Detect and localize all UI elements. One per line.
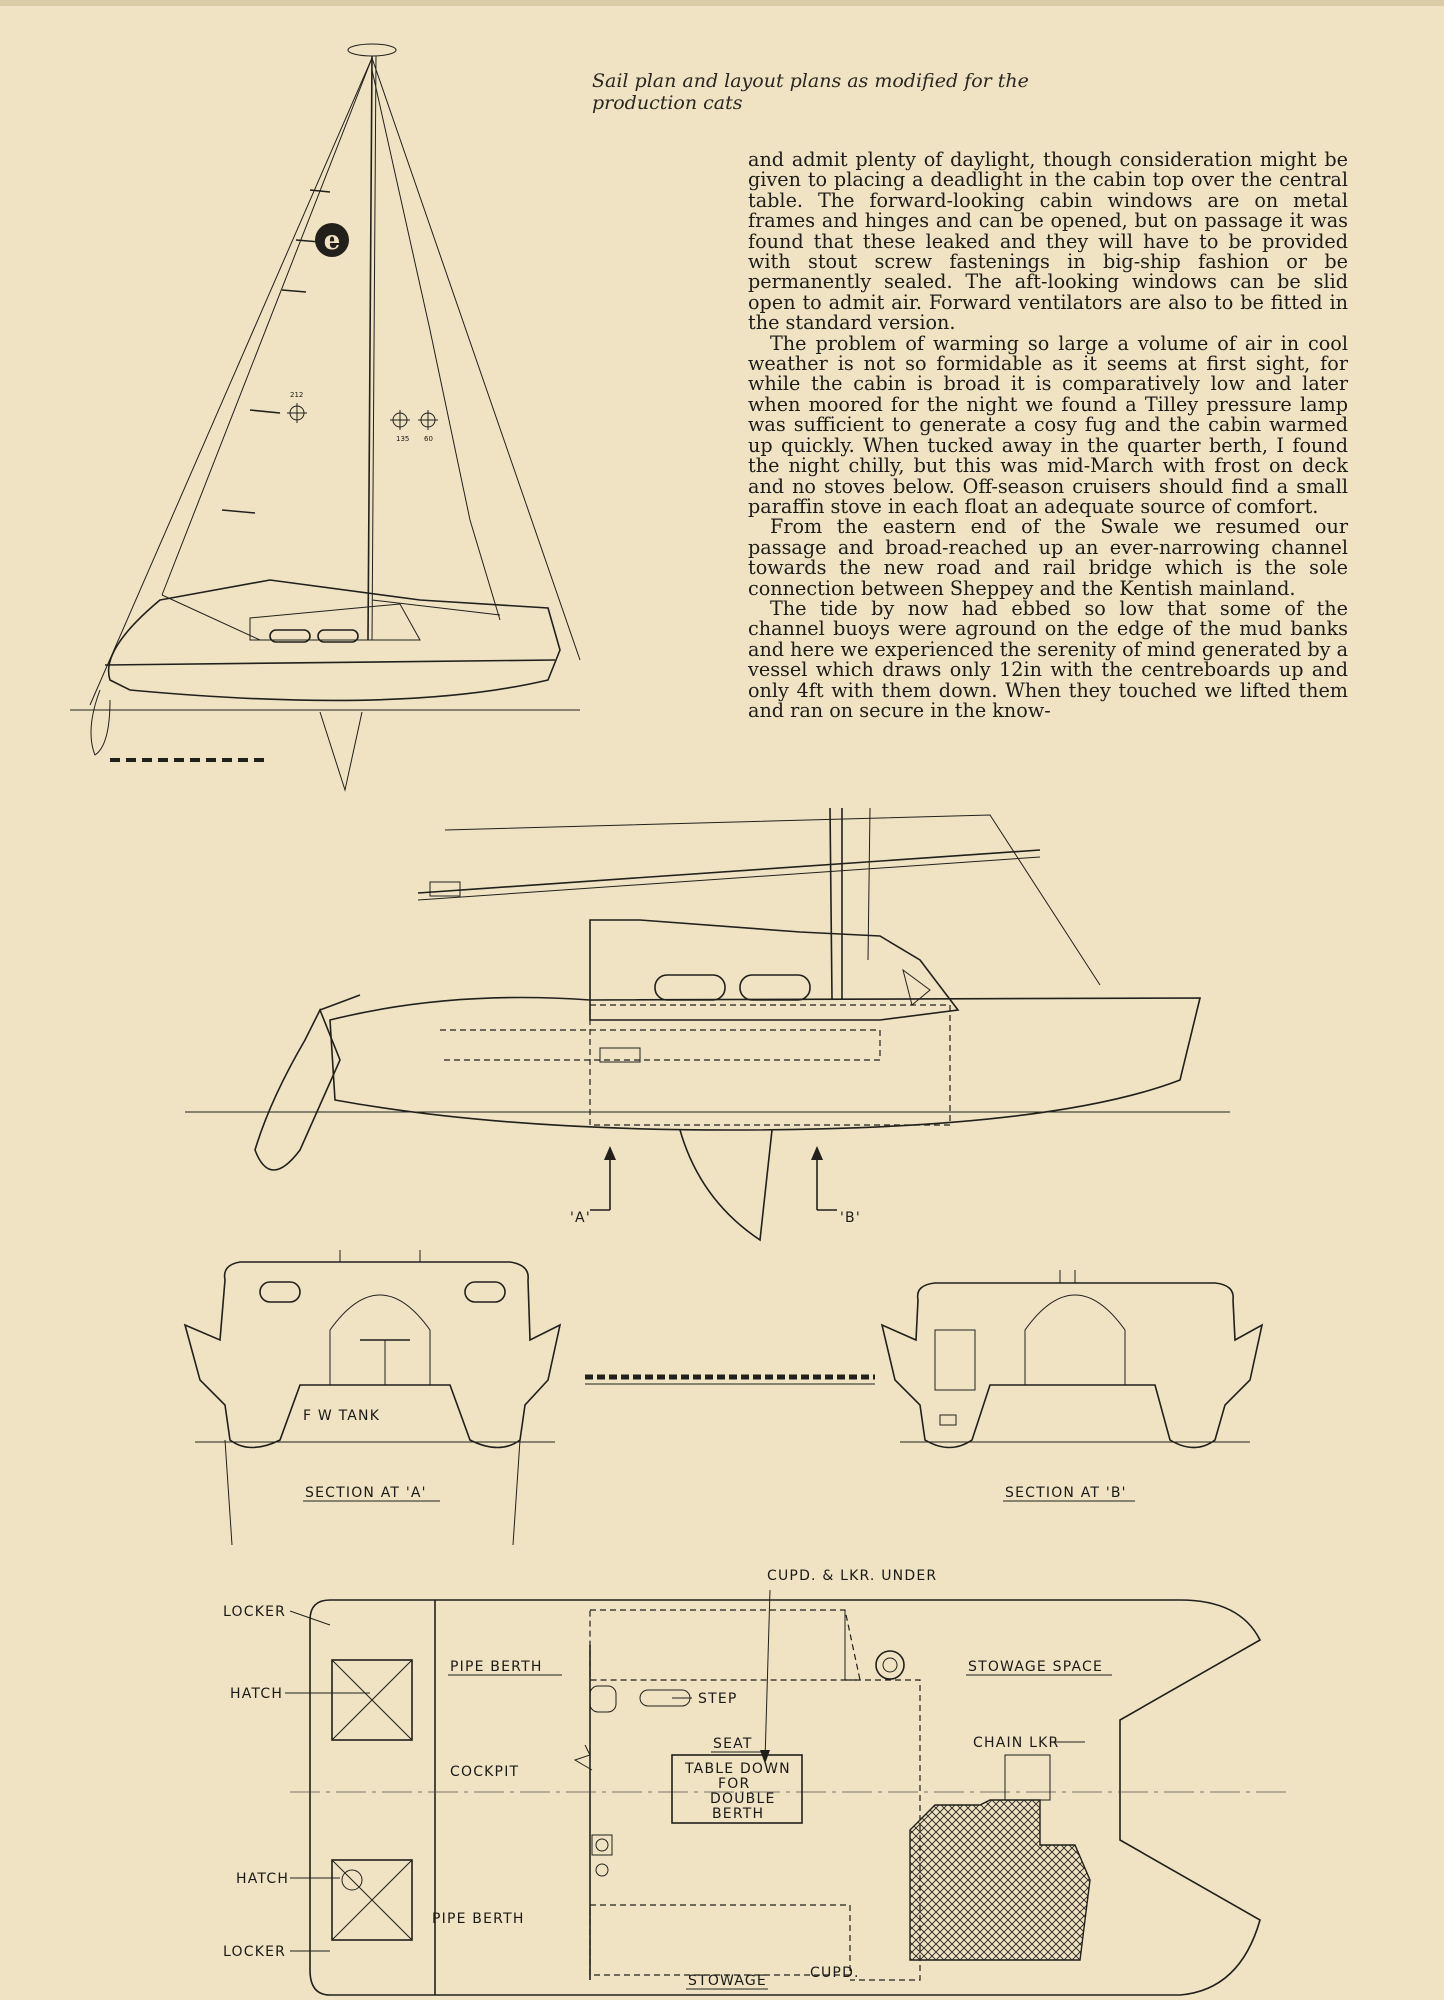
hatch-bottom bbox=[331, 1859, 413, 1941]
stowage-space-label: STOWAGE SPACE bbox=[968, 1659, 1103, 1675]
profile-drawing: 'A' 'B' bbox=[185, 807, 1230, 1242]
cupboard-locker-label: CUPD. & LKR. UNDER bbox=[767, 1568, 937, 1584]
cabin-profile bbox=[589, 919, 960, 1021]
centreboard bbox=[679, 1129, 773, 1242]
cabin-window bbox=[259, 1281, 301, 1303]
sail-plan-drawing: e 212 135 60 bbox=[70, 43, 581, 792]
section-a-marker: 'A' bbox=[570, 1210, 591, 1226]
sail-logo-icon bbox=[315, 223, 349, 257]
masthead-float bbox=[347, 43, 397, 57]
table-label: TABLE DOWN bbox=[684, 1761, 791, 1777]
section-a-drawing: F W TANK SECTION AT 'A' bbox=[183, 1250, 562, 1546]
article-text: and admit plenty of daylight, though con… bbox=[748, 148, 1349, 722]
seat-label: SEAT bbox=[713, 1736, 753, 1752]
forestay bbox=[89, 57, 373, 706]
section-a-label: SECTION AT 'A' bbox=[305, 1485, 427, 1501]
locker-label: LOCKER bbox=[223, 1604, 286, 1620]
section-b-drawing: SECTION AT 'B' bbox=[880, 1270, 1264, 1502]
mainsail-leech bbox=[371, 69, 501, 621]
section-b-marker: 'B' bbox=[840, 1210, 861, 1226]
table-label: BERTH bbox=[712, 1806, 764, 1822]
article-paragraph: From the eastern end of the Swale we res… bbox=[748, 515, 1348, 600]
boom bbox=[417, 849, 1041, 894]
hatched-area bbox=[909, 1799, 1091, 1961]
locker-label: LOCKER bbox=[223, 1944, 286, 1960]
step-label: STEP bbox=[698, 1691, 738, 1707]
mainsail-foot bbox=[444, 814, 1101, 986]
pipe-berth-label: PIPE BERTH bbox=[432, 1911, 525, 1927]
cockpit-label: COCKPIT bbox=[450, 1764, 519, 1780]
sail-number: 60 bbox=[424, 435, 433, 443]
sail-number: 212 bbox=[290, 391, 303, 399]
caption-line-2: production cats bbox=[592, 92, 743, 114]
section-b-label: SECTION AT 'B' bbox=[1005, 1485, 1127, 1501]
mast-stub bbox=[829, 807, 833, 1001]
figure-caption: Sail plan and layout plans as modified f… bbox=[592, 70, 1112, 114]
centreboard bbox=[319, 711, 363, 792]
hatch-label: HATCH bbox=[236, 1871, 289, 1887]
article-paragraph: and admit plenty of daylight, though con… bbox=[748, 148, 1348, 335]
layout-plan-drawing: LOCKER HATCH HATCH LOCKER PIPE BERTH PIP… bbox=[223, 1568, 1290, 1996]
backstay bbox=[371, 57, 581, 661]
table-label: DOUBLE bbox=[710, 1791, 776, 1807]
mast-step-icon bbox=[875, 1650, 905, 1680]
hull-profile bbox=[107, 579, 561, 702]
stowage-label: STOWAGE bbox=[688, 1973, 767, 1989]
cabin-window bbox=[654, 974, 726, 1001]
table-label: FOR bbox=[718, 1776, 750, 1792]
chain-locker-label: CHAIN LKR bbox=[973, 1735, 1059, 1751]
caption-line-1: Sail plan and layout plans as modified f… bbox=[592, 70, 1029, 92]
table bbox=[671, 1754, 803, 1824]
hull-profile bbox=[329, 996, 1202, 1131]
pipe-berth-label: PIPE BERTH bbox=[450, 1659, 543, 1675]
hatch-label: HATCH bbox=[230, 1686, 283, 1702]
rudder bbox=[254, 1008, 341, 1171]
mast bbox=[367, 55, 373, 641]
hatch-top bbox=[331, 1659, 413, 1741]
sail-number: 135 bbox=[396, 435, 409, 443]
fw-tank-label: F W TANK bbox=[303, 1408, 380, 1424]
page-top-edge bbox=[0, 0, 1444, 6]
article-paragraph: The problem of warming so large a volume… bbox=[748, 331, 1348, 518]
cabin-window bbox=[739, 974, 811, 1001]
sail-logo: e bbox=[324, 226, 341, 256]
section-b-hull bbox=[880, 1282, 1264, 1449]
article-paragraph: The tide by now had ebbed so low that so… bbox=[748, 596, 1349, 722]
cabin-window bbox=[464, 1281, 506, 1303]
cupboard-label: CUPD. bbox=[810, 1965, 860, 1981]
